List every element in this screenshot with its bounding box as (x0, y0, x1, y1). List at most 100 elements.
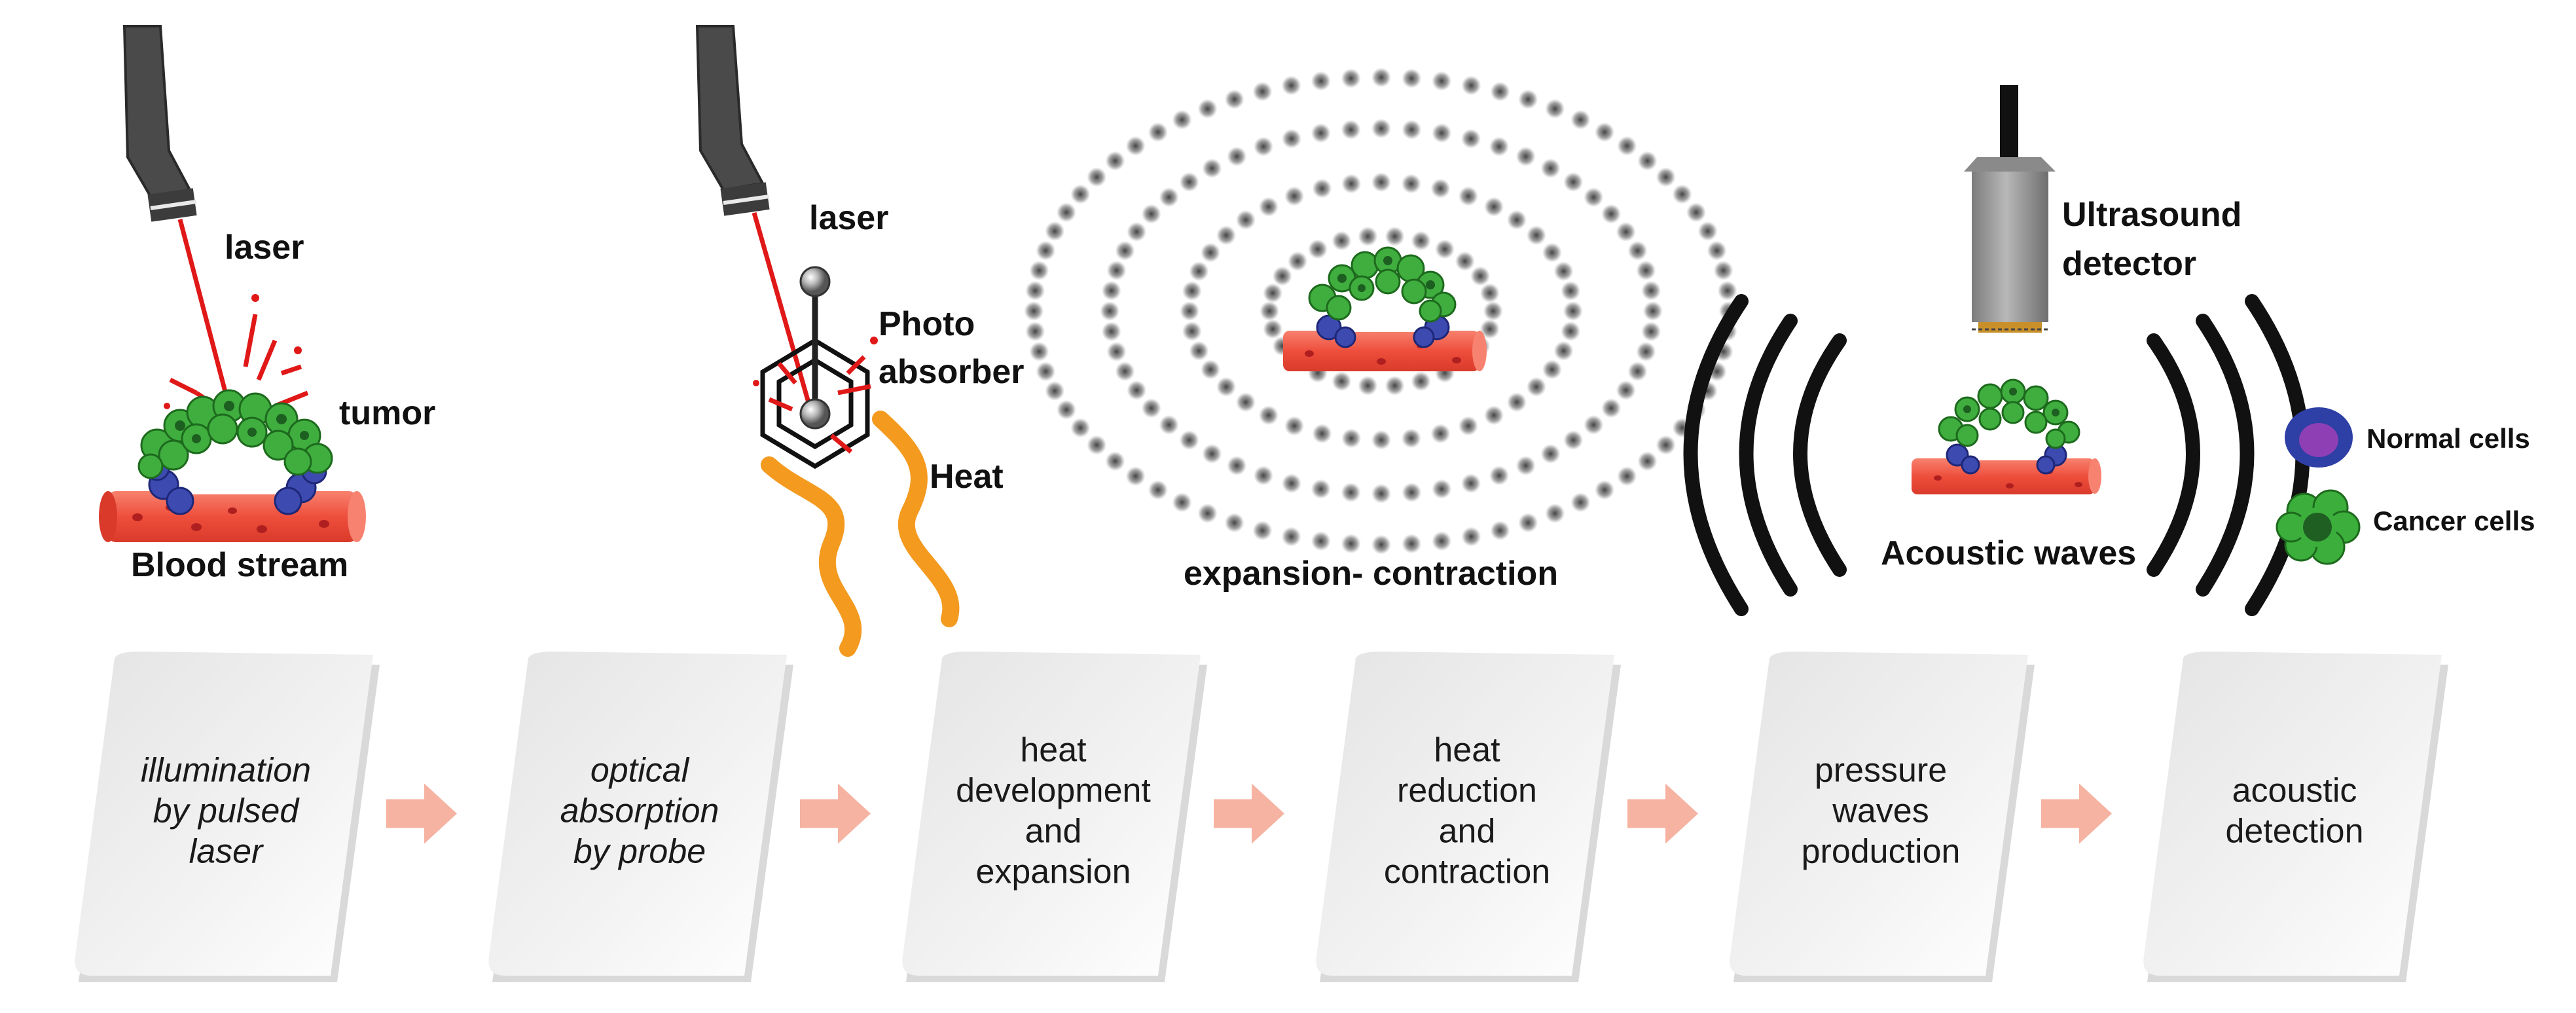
step-text: waves (1832, 792, 1929, 830)
ring-dot (1127, 222, 1147, 242)
ring-dot (1201, 242, 1221, 263)
legend-label-normal: Normal cells (2367, 423, 2530, 454)
ring-dot (1045, 221, 1065, 241)
ring-dot (1595, 122, 1615, 142)
ring-dot (1087, 167, 1107, 187)
ring-dot (1332, 230, 1352, 251)
ring-dot (1642, 301, 1663, 321)
ring-dot (1455, 251, 1475, 271)
normal-cell-icon (2285, 407, 2353, 468)
ring-dot (1311, 479, 1331, 499)
ring-dot (1371, 119, 1391, 139)
ring-dot (1518, 89, 1538, 109)
ring-dot (1025, 280, 1045, 301)
ring-dot (1636, 342, 1656, 361)
ring-dot (1490, 81, 1510, 101)
step-text: development (956, 772, 1151, 810)
ring-dot (1341, 428, 1362, 449)
ring-dot (1358, 376, 1378, 396)
blood-vessel (1283, 331, 1487, 371)
blood-vessel (99, 491, 366, 542)
ring-dot (1172, 492, 1192, 513)
ring-dot (1179, 172, 1199, 192)
step-box-shape (902, 652, 1201, 976)
ring-dot (1563, 430, 1584, 451)
ring-dot (1470, 266, 1491, 286)
ring-dot (1189, 341, 1209, 361)
ring-dot (1263, 283, 1283, 303)
ring-dot (1656, 167, 1676, 187)
ring-dot (1526, 377, 1546, 397)
step-box-shape (488, 652, 787, 976)
laser-beam (177, 219, 235, 420)
ring-dot (1637, 451, 1658, 471)
ring-dot (1484, 196, 1504, 217)
ring-dot (1371, 67, 1391, 88)
ring-dot (1358, 227, 1378, 246)
ring-dot (1159, 187, 1179, 208)
ring-dot (1432, 123, 1452, 143)
ring-dot (1479, 283, 1500, 303)
ring-dot (1479, 319, 1500, 339)
ring-dot (1401, 174, 1421, 194)
ring-dot (1201, 359, 1221, 380)
step-text: optical (590, 752, 690, 790)
ring-dot (1057, 399, 1076, 420)
legend-label-cancer: Cancer cells (2373, 506, 2535, 536)
absorber-ball-center (799, 398, 831, 430)
ring-dot (1070, 184, 1091, 204)
ring-dot (1284, 186, 1305, 206)
ring-dot (1432, 479, 1452, 499)
ring-dot (1100, 301, 1120, 321)
ring-dot (1402, 68, 1422, 88)
ring-dot (1616, 380, 1636, 400)
ring-dot (1601, 204, 1622, 224)
laser-splash (753, 337, 878, 454)
ring-dot (1141, 398, 1161, 418)
step-box-shape (1730, 652, 2028, 976)
ring-dot (1686, 202, 1706, 223)
ring-dot (1341, 174, 1362, 194)
right-arrow-icon (1214, 783, 1284, 844)
step-text: by pulsed (153, 792, 300, 830)
ring-dot (1311, 123, 1331, 143)
step-text: expansion (975, 853, 1131, 891)
absorber-ball-top (799, 266, 831, 297)
ring-dot (1507, 392, 1527, 413)
laser-label: laser (809, 199, 888, 237)
ring-dot (1115, 240, 1135, 261)
ring-dot (1197, 99, 1218, 119)
ring-dot (1141, 204, 1161, 224)
step-text: production (1802, 833, 1961, 871)
ring-dot (1483, 301, 1503, 321)
ring-dot (1641, 322, 1661, 342)
ring-dot (1717, 280, 1737, 301)
step-box-shape (2143, 652, 2442, 976)
ring-dot (1282, 473, 1301, 494)
flashlight-icon (695, 25, 770, 216)
ring-dot (1371, 172, 1391, 193)
ring-dot (1553, 341, 1574, 361)
ring-dot (1627, 240, 1648, 261)
photo-absorber-label-line1: Photo (879, 305, 975, 343)
ring-dot (1402, 120, 1422, 139)
heat-label: Heat (930, 458, 1004, 496)
legend: Normal cells Cancer cells (2276, 407, 2535, 565)
tumor-cluster (137, 389, 333, 515)
ring-dot (1458, 186, 1478, 206)
ring-dot (1312, 178, 1332, 198)
ring-dot (1402, 534, 1422, 554)
ring-dot (1563, 172, 1584, 192)
ring-dot (1584, 414, 1604, 435)
ring-dot (1542, 359, 1562, 380)
step-text: and (1439, 813, 1496, 851)
ring-dot (1341, 483, 1361, 502)
ring-dot (1489, 466, 1509, 486)
ring-dot (1341, 120, 1361, 139)
ring-dot (1159, 414, 1179, 435)
benzene-ring-icon (760, 337, 870, 470)
